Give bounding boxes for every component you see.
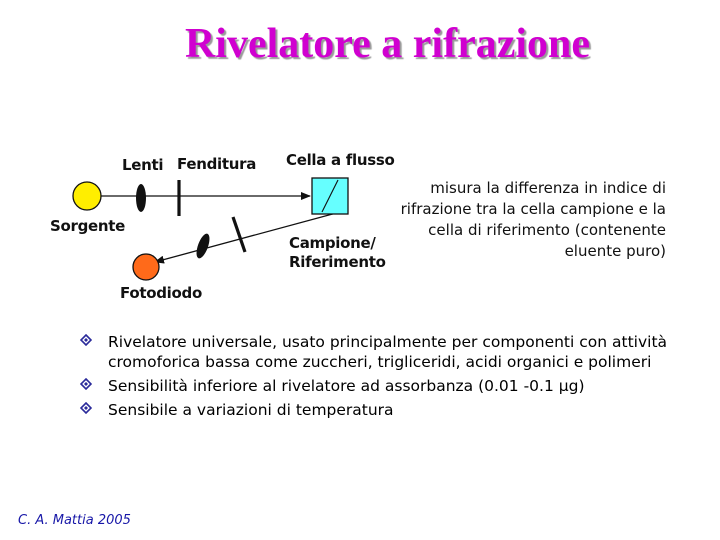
label-lenti: Lenti [122, 156, 164, 174]
bullet-text: Sensibilità inferiore al rivelatore ad a… [108, 377, 585, 395]
label-riferimento: Riferimento [289, 253, 386, 271]
label-fenditura: Fenditura [177, 155, 257, 173]
label-cella-a-flusso: Cella a flusso [286, 151, 395, 169]
bullet-text: Rivelatore universale, usato principalme… [108, 333, 668, 371]
lens-icon [136, 184, 146, 212]
lens-icon [196, 233, 210, 259]
bullet-item: Rivelatore universale, usato principalme… [80, 332, 670, 372]
light-path-return [154, 211, 341, 264]
bullet-list: Rivelatore universale, usato principalme… [80, 332, 670, 424]
label-fotodiodo: Fotodiodo [120, 284, 202, 302]
bullet-item: Sensibilità inferiore al rivelatore ad a… [80, 376, 670, 396]
slide-title: Rivelatore a rifrazione [184, 21, 591, 67]
photodiode-icon [132, 253, 160, 281]
label-campione: Campione/ [289, 234, 376, 252]
bullet-text: Sensibile a variazioni di temperatura [108, 401, 394, 419]
label-sorgente: Sorgente [50, 217, 126, 235]
footer-author: C. A. Mattia 2005 [18, 513, 131, 528]
bullet-item: Sensibile a variazioni di temperatura [80, 400, 670, 420]
flow-cell-divider [321, 179, 339, 213]
diamond-bullet-icon [80, 402, 92, 414]
detector-description: misura la differenza in indice di rifraz… [400, 179, 666, 260]
diamond-bullet-icon [80, 378, 92, 390]
source-lamp-icon [72, 181, 102, 211]
diamond-bullet-icon [80, 334, 92, 346]
slit-icon [231, 216, 247, 253]
